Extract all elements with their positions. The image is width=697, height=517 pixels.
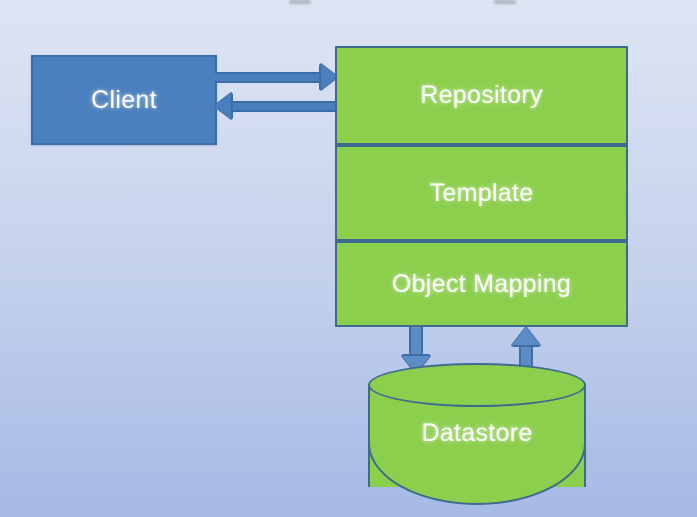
arrow-shaft <box>215 72 325 83</box>
arrow-head-right <box>321 64 338 90</box>
layer-template-label: Template <box>429 178 534 207</box>
arrow-client-to-repository-icon <box>215 64 340 90</box>
layer-object-mapping[interactable]: Object Mapping <box>335 241 628 327</box>
arrow-shaft <box>230 101 340 112</box>
datastore-node-label: Datastore <box>421 419 533 447</box>
arrow-shaft <box>409 327 423 359</box>
cylinder-top-ellipse <box>368 363 586 407</box>
cut-off-title-fragment-right <box>494 0 516 4</box>
layer-repository-label: Repository <box>420 81 543 109</box>
layer-stack: Repository Template Object Mapping <box>335 46 628 327</box>
datastore-label-wrap: Datastore <box>368 419 586 448</box>
datastore-node[interactable]: Datastore <box>368 363 586 509</box>
arrow-repository-to-client-icon <box>214 93 340 119</box>
layer-template[interactable]: Template <box>335 145 628 241</box>
layer-repository[interactable]: Repository <box>335 46 628 145</box>
client-node[interactable]: Client <box>31 55 217 145</box>
layer-object-mapping-label: Object Mapping <box>391 269 572 298</box>
cut-off-title-fragment-left <box>289 0 311 4</box>
arrow-head-up <box>512 327 540 345</box>
arrow-head-left <box>214 93 231 119</box>
cylinder-bottom-cap <box>368 443 586 505</box>
client-node-label: Client <box>91 85 157 114</box>
